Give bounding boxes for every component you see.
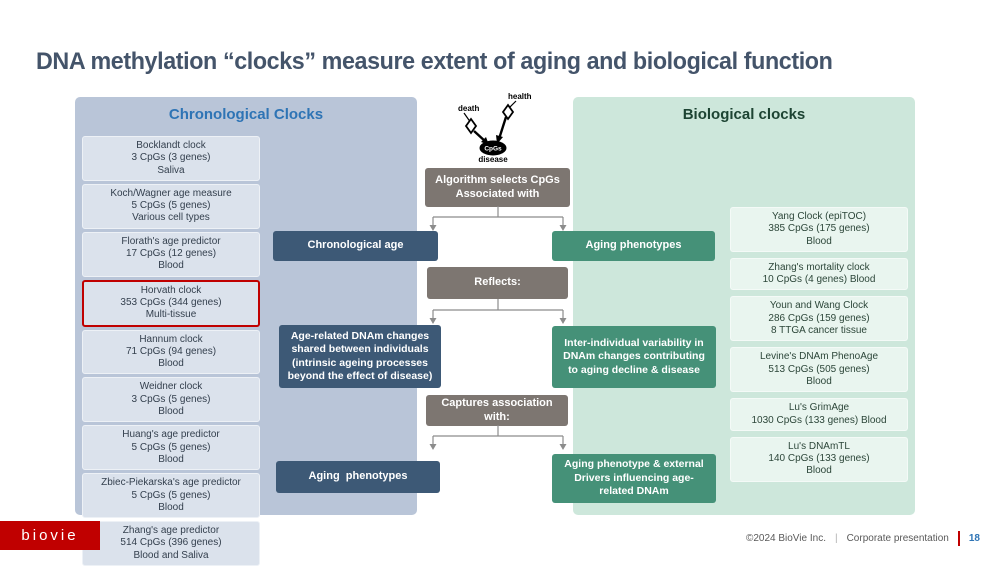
clock-card-line: Blood and Saliva bbox=[133, 549, 209, 561]
clock-card-line: Zbiec-Piekarska's age predictor bbox=[101, 477, 241, 489]
clock-card-line: 513 CpGs (505 genes) bbox=[768, 363, 870, 375]
clock-card-line: Yang Clock (epiTOC) bbox=[771, 211, 867, 222]
biological-panel-title: Biological clocks bbox=[682, 106, 806, 123]
clock-card-line: Florath's age predictor bbox=[121, 235, 221, 247]
cpgs-diagram: death health CpGs disease bbox=[458, 92, 532, 164]
clock-card-line: 5 CpGs (5 genes) bbox=[131, 489, 211, 501]
clock-card-line: Lu's DNAmTL bbox=[788, 440, 850, 452]
clock-card-line: Saliva bbox=[157, 164, 185, 176]
page-title: DNA methylation “clocks” measure extent … bbox=[36, 48, 833, 75]
clock-card-line: 3 CpGs (5 genes) bbox=[131, 393, 211, 405]
disease-label: disease bbox=[478, 155, 508, 164]
clock-card-line: 353 CpGs (344 genes) bbox=[120, 296, 222, 308]
branch-connector-arrow bbox=[429, 206, 567, 231]
cpgs-node bbox=[479, 140, 507, 156]
captures-association-box: Captures association with: bbox=[426, 395, 568, 426]
clock-card-line: Zhang's age predictor bbox=[122, 525, 220, 537]
clock-card-line: Zhang's mortality clock bbox=[768, 261, 870, 273]
reflects-box: Reflects: bbox=[427, 267, 568, 299]
clock-card-line: Bocklandt clock bbox=[136, 140, 206, 151]
copyright-text: ©2024 BioVie Inc. bbox=[745, 532, 826, 544]
aging-phenotypes-bio-box: Aging phenotypes bbox=[552, 231, 715, 261]
biological-clock-list: Yang Clock (epiTOC)385 CpGs (175 genes)B… bbox=[730, 207, 908, 482]
clock-card: Yang Clock (epiTOC)385 CpGs (175 genes)B… bbox=[730, 207, 908, 252]
algorithm-selects-box: Algorithm selects CpGs Associated with bbox=[425, 168, 570, 207]
clock-card-line: Koch/Wagner age measure bbox=[110, 187, 232, 199]
clock-card-line: Youn and Wang Clock bbox=[769, 300, 869, 312]
death-diamond-icon bbox=[464, 117, 478, 135]
clock-card-line: Hannum clock bbox=[139, 333, 203, 345]
chronological-age-box: Chronological age bbox=[273, 231, 438, 261]
inter-individual-variability-box: Inter-individual variability in DNAm cha… bbox=[552, 326, 716, 388]
aging-phenotype-external-drivers-box: Aging phenotype & external Drivers influ… bbox=[552, 454, 716, 503]
clock-card-line: Levine's DNAm PhenoAge bbox=[759, 351, 879, 363]
clock-card-line: Weidner clock bbox=[139, 381, 203, 393]
clock-card-line: Horvath clock bbox=[140, 284, 202, 296]
clock-card-line: Multi-tissue bbox=[145, 309, 197, 321]
page-number: 18 bbox=[968, 532, 980, 544]
clock-card-line: Blood bbox=[158, 453, 184, 465]
clock-card-line: Various cell types bbox=[132, 212, 210, 224]
clock-card-line: Blood bbox=[806, 375, 832, 387]
clock-card-line: Blood bbox=[158, 358, 184, 370]
clock-card-line: 140 CpGs (133 genes) bbox=[768, 453, 870, 465]
clock-card-line: 10 CpGs (4 genes) Blood bbox=[762, 274, 876, 286]
aging-phenotypes-chrono-box: Aging phenotypes bbox=[276, 461, 440, 493]
clock-card-line: Blood bbox=[158, 406, 184, 418]
branch-connector-arrow bbox=[429, 425, 567, 450]
health-diamond-icon bbox=[501, 103, 515, 121]
footer-red-divider bbox=[957, 530, 960, 546]
age-related-dnam-changes-box: Age-related DNAm changes shared between … bbox=[279, 325, 441, 388]
cpgs-node-label: CpGs bbox=[484, 146, 502, 153]
clock-card-line: 71 CpGs (94 genes) bbox=[125, 345, 217, 357]
clock-card-line: Blood bbox=[158, 501, 184, 513]
footer-separator: | bbox=[834, 532, 838, 544]
clock-card-line: 514 CpGs (396 genes) bbox=[120, 537, 222, 549]
clock-card-line: 286 CpGs (159 genes) bbox=[768, 312, 870, 324]
death-label: death bbox=[458, 104, 479, 113]
clock-card-line: 5 CpGs (5 genes) bbox=[131, 441, 211, 453]
clock-card-line: 1030 CpGs (133 genes) Blood bbox=[751, 414, 887, 426]
clock-card-line: 17 CpGs (12 genes) bbox=[125, 248, 217, 260]
footer: ©2024 BioVie Inc. | Corporate presentati… bbox=[746, 529, 980, 547]
presentation-label: Corporate presentation bbox=[846, 532, 949, 544]
clock-card-line: 385 CpGs (175 genes) bbox=[768, 223, 870, 235]
health-label: health bbox=[508, 92, 532, 101]
clock-card-line: Blood bbox=[158, 260, 184, 272]
chronological-panel-title: Chronological Clocks bbox=[168, 106, 324, 123]
clock-card-line: Huang's age predictor bbox=[122, 429, 220, 441]
clock-card-line: Blood bbox=[806, 235, 832, 247]
branch-connector-arrow bbox=[429, 299, 567, 324]
clock-card-line: Lu's GrimAge bbox=[788, 402, 850, 414]
clock-card-line: 5 CpGs (5 genes) bbox=[131, 200, 211, 212]
clock-card-line: 8 TTGA cancer tissue bbox=[771, 325, 867, 337]
biovie-logo: biovie bbox=[0, 521, 100, 550]
clock-card-line: 3 CpGs (3 genes) bbox=[131, 152, 211, 164]
clock-card-line: Blood bbox=[806, 465, 832, 477]
biological-clocks-panel: Biological clocks Yang Clock (epiTOC)385… bbox=[573, 97, 915, 515]
